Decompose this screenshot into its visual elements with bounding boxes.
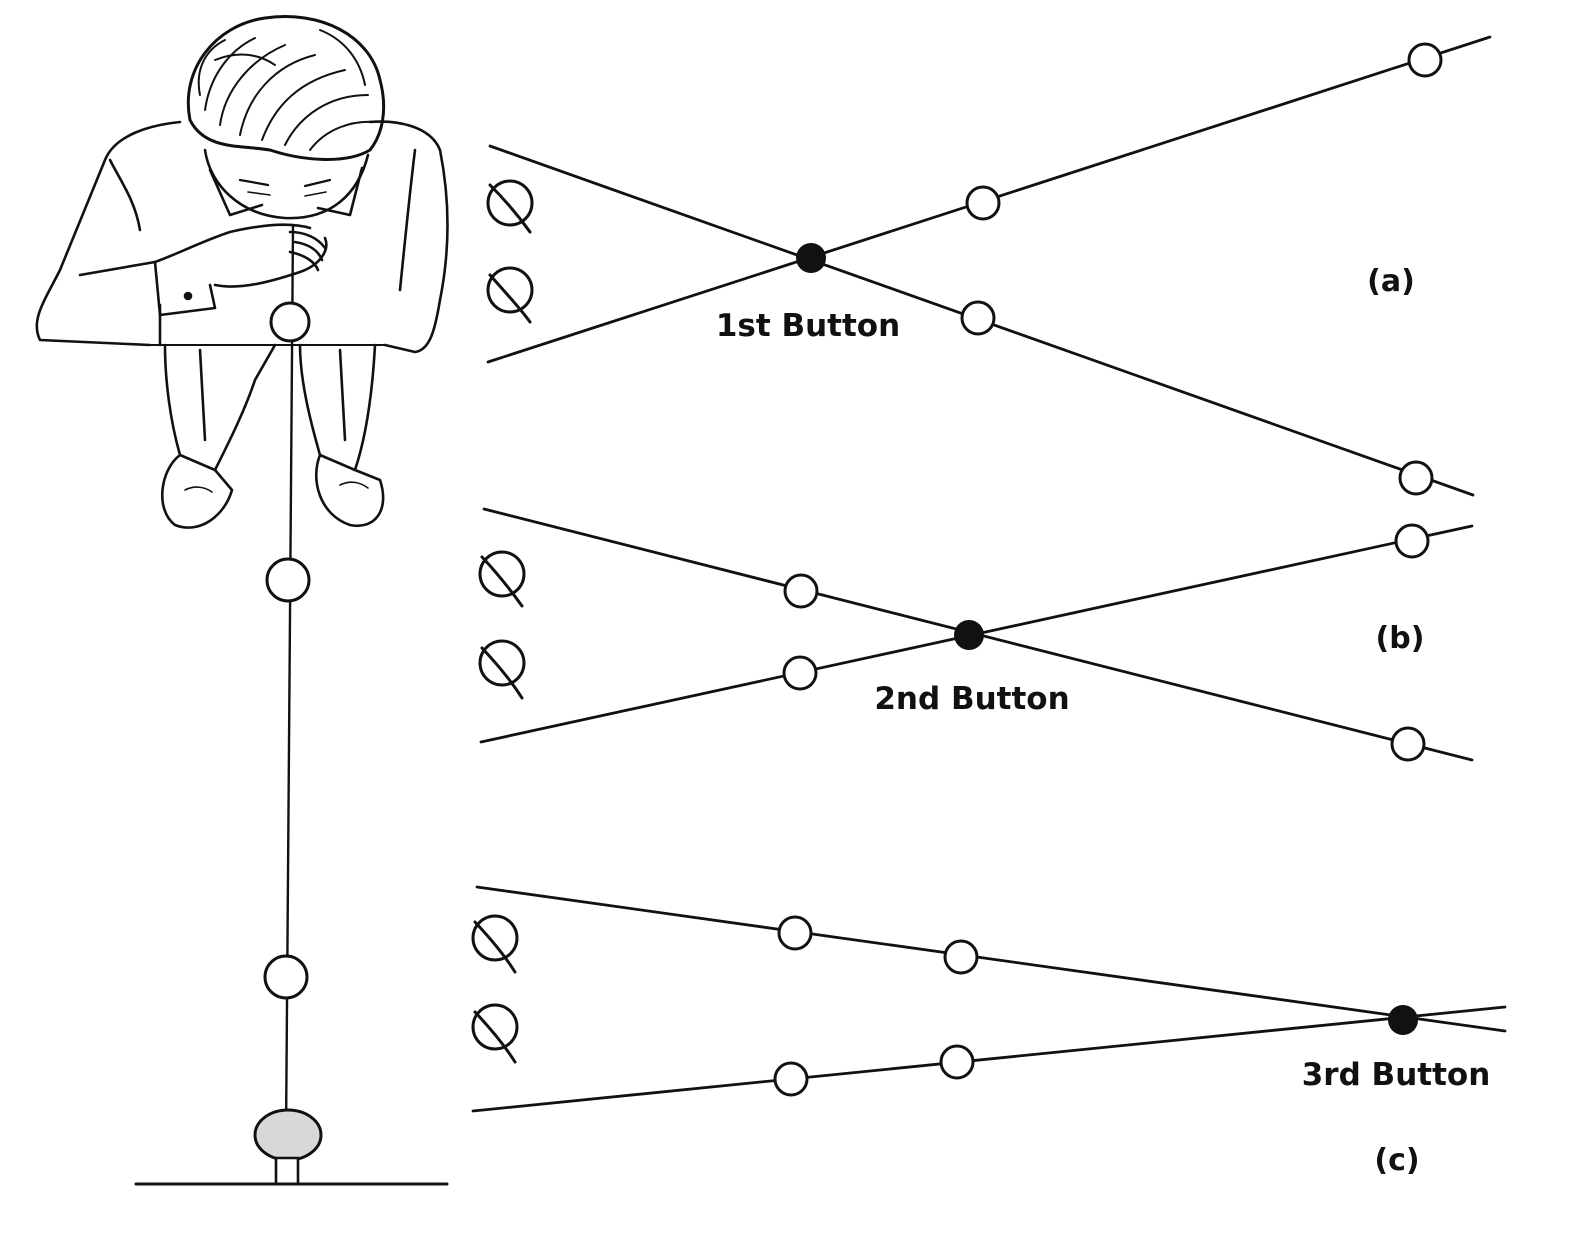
eye-icon	[471, 914, 519, 962]
fixation-bead	[1388, 1005, 1418, 1035]
panel-c-eyes	[471, 914, 519, 1064]
panel-c: 3rd Button (c)	[471, 885, 1507, 1178]
anchor-ball	[253, 1108, 323, 1162]
eye-icon	[471, 1003, 519, 1051]
person-illustration	[35, 15, 449, 529]
ghost-bead	[782, 655, 818, 691]
eye-icon	[486, 179, 534, 227]
sight-line	[471, 1005, 1507, 1113]
ghost-bead	[777, 915, 813, 951]
string-anchor	[134, 1108, 449, 1186]
fixation-bead	[796, 243, 826, 273]
button-label: 2nd Button	[874, 681, 1069, 717]
panel-a: 1st Button (a)	[486, 35, 1492, 497]
panel-a-sight-lines	[486, 35, 1492, 497]
panel-c-sight-lines	[471, 885, 1507, 1113]
ghost-bead	[943, 939, 979, 975]
eye-icon	[478, 550, 526, 598]
panel-b-eyes	[478, 550, 526, 700]
ghost-bead	[783, 573, 819, 609]
vertical-string	[263, 223, 311, 1137]
string-bead-3	[263, 954, 309, 1000]
ghost-bead	[1398, 460, 1434, 496]
panel-label: (c)	[1374, 1143, 1419, 1178]
ghost-bead	[960, 300, 996, 336]
fixation-bead	[954, 620, 984, 650]
eye-icon	[478, 639, 526, 687]
panel-b: 2nd Button (b)	[478, 507, 1474, 762]
ghost-bead	[1407, 42, 1443, 78]
person-shoe-left	[161, 453, 234, 529]
person-hair	[186, 15, 386, 161]
ghost-bead	[773, 1061, 809, 1097]
eye-icon	[486, 266, 534, 314]
person-face	[203, 148, 370, 220]
ghost-bead	[1390, 726, 1426, 762]
person-torso	[35, 120, 182, 347]
person-arm	[78, 223, 312, 277]
string-bead-2	[265, 557, 311, 603]
panel-label: (b)	[1376, 621, 1425, 656]
string-bead-1	[269, 301, 311, 343]
sight-line	[475, 885, 1507, 1033]
person-legs	[163, 343, 277, 472]
panel-a-eyes	[486, 179, 534, 324]
person-shoe-right	[315, 453, 385, 528]
button-label: 3rd Button	[1302, 1057, 1491, 1093]
panel-label: (a)	[1367, 264, 1415, 299]
ghost-bead	[939, 1044, 975, 1080]
ghost-bead	[1394, 523, 1430, 559]
ghost-bead	[965, 185, 1001, 221]
button-label: 1st Button	[716, 308, 900, 344]
